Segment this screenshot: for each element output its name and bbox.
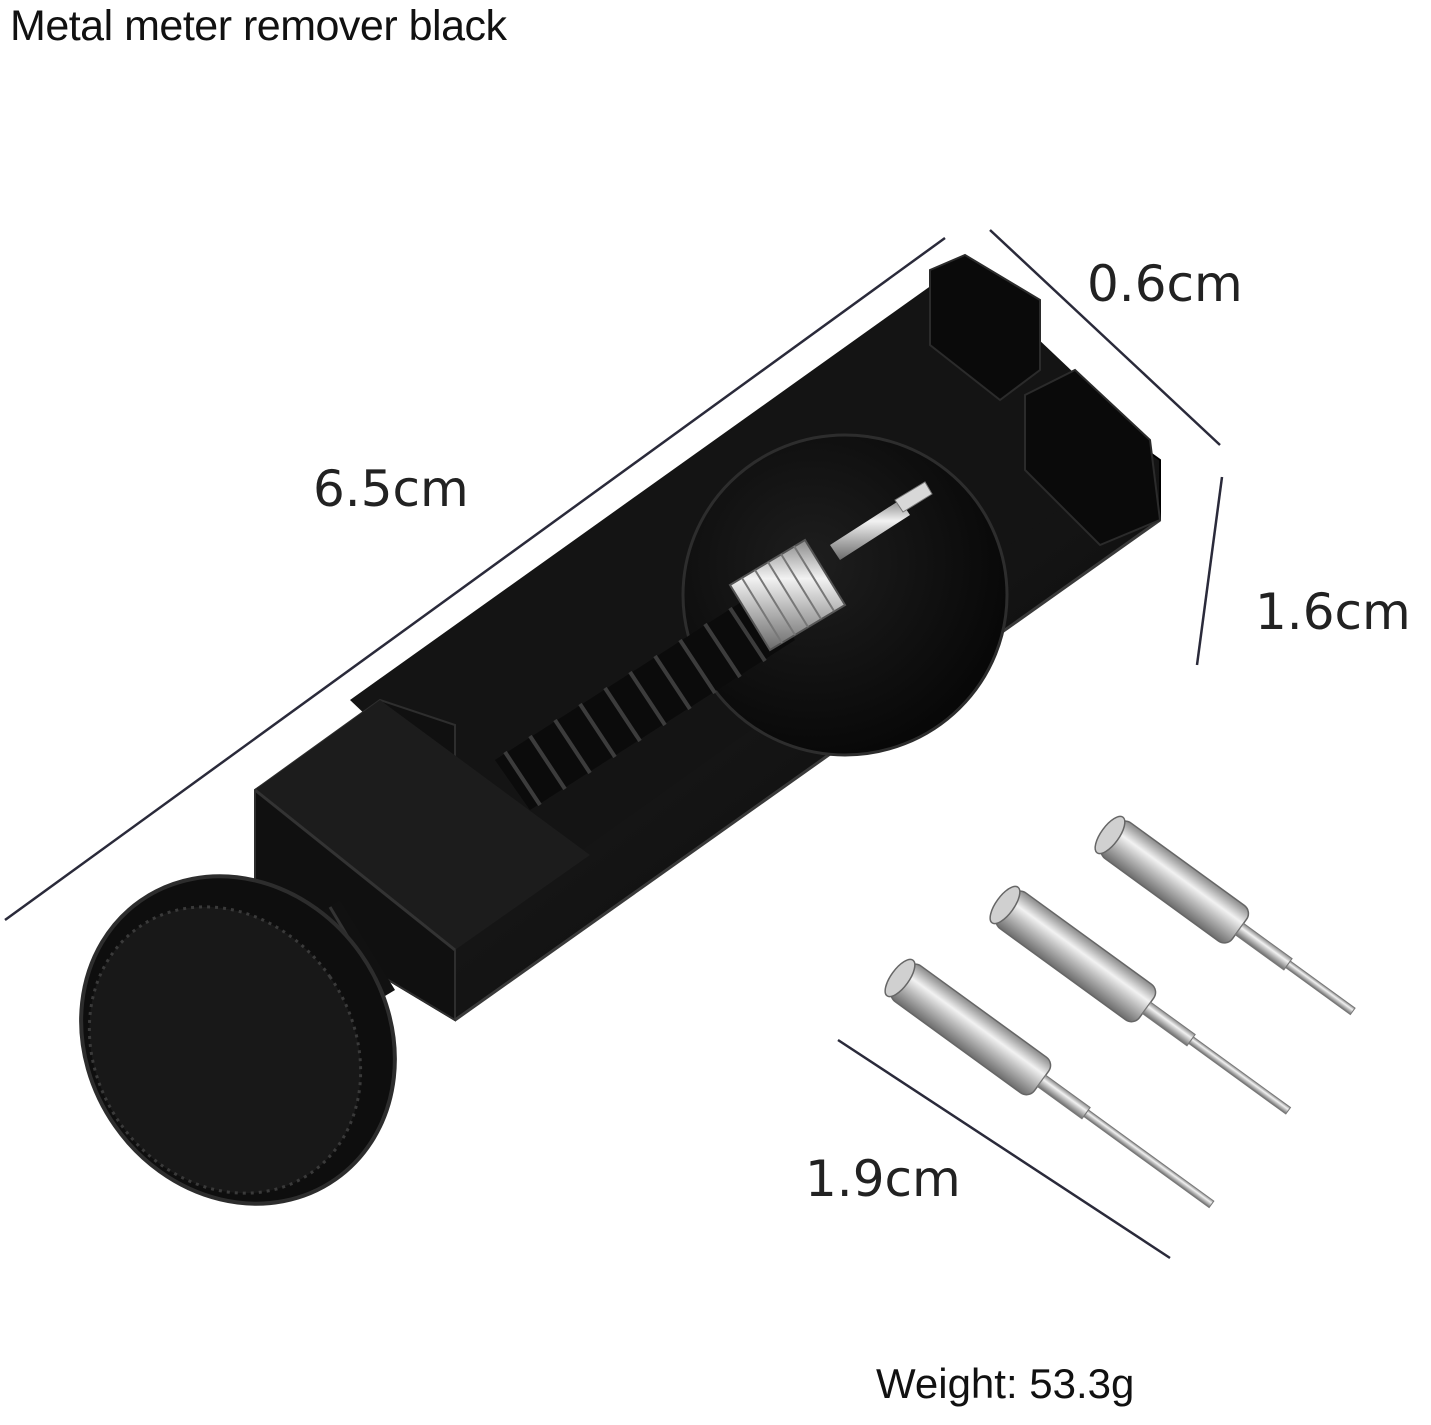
spare-pin <box>989 885 1292 1115</box>
tool-front-block-top <box>255 700 590 950</box>
spare-pin <box>884 958 1215 1209</box>
tool-rear-prong-right <box>1024 368 1162 547</box>
spare-pins <box>884 815 1356 1209</box>
height-dimension-label: 1.6cm <box>1255 583 1411 641</box>
spare-pin <box>1094 815 1356 1016</box>
depth-dimension-line <box>989 229 1221 446</box>
length-dimension-label: 6.5cm <box>313 460 469 518</box>
dimension-lines <box>4 229 1224 1260</box>
tool-knurled-nut <box>728 538 847 652</box>
length-dimension-line <box>4 236 946 922</box>
pin-length-dimension-line <box>837 1038 1171 1260</box>
tool-rear-prong-left <box>929 253 1041 402</box>
tool-thumb-wheel <box>79 874 397 1206</box>
depth-dimension-label: 0.6cm <box>1087 255 1243 313</box>
tool-threaded-screw <box>495 590 795 810</box>
tool-push-pin <box>830 481 933 560</box>
link-remover-tool <box>79 253 1162 1206</box>
page-title: Metal meter remover black <box>10 2 507 50</box>
weight-label: Weight: 53.3g <box>876 1360 1135 1407</box>
pin-length-dimension-label: 1.9cm <box>805 1150 961 1208</box>
height-dimension-line <box>1195 476 1224 666</box>
tool-anvil-disc <box>681 433 1009 757</box>
